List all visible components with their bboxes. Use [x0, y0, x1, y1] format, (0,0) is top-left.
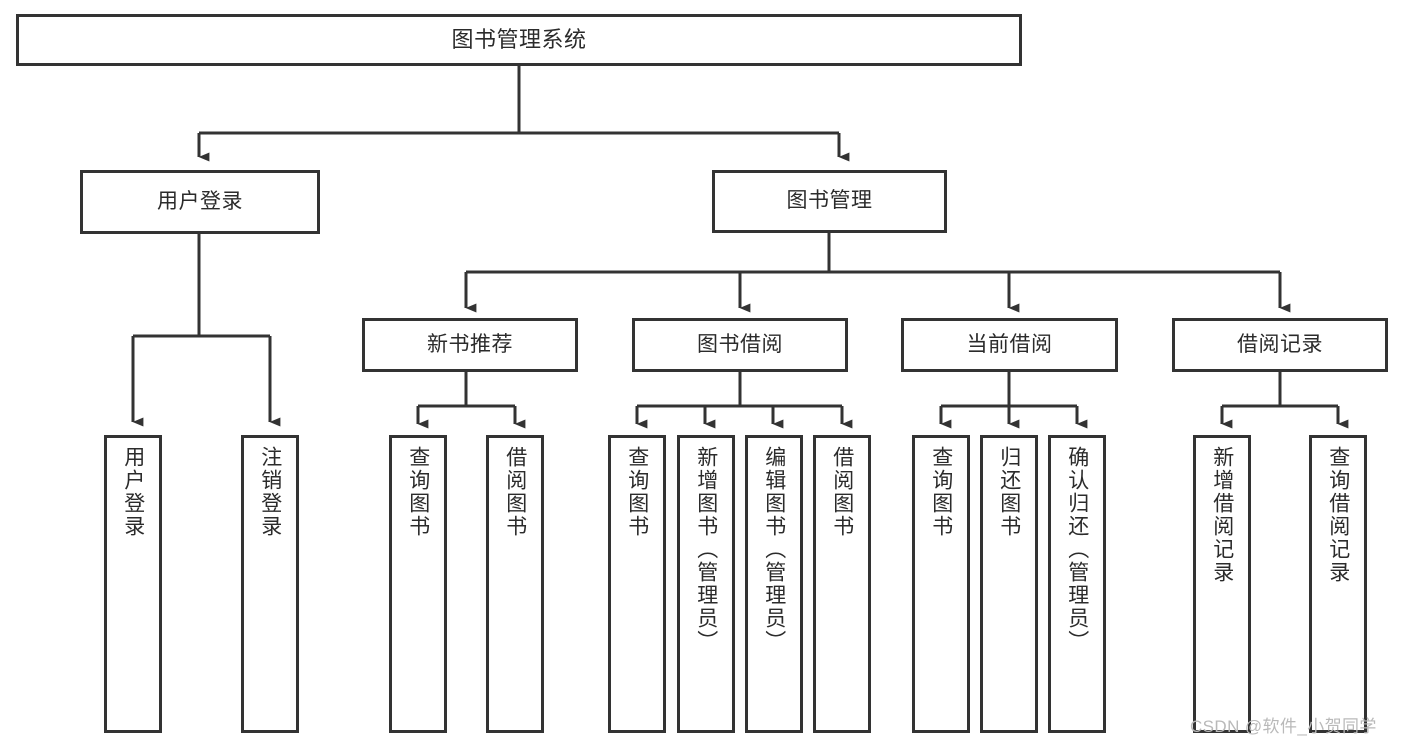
node-leaf-borrow-book-2[interactable]: 借阅图书	[813, 435, 871, 733]
node-new-book-recommend[interactable]: 新书推荐	[362, 318, 578, 372]
node-leaf-query-book-1[interactable]: 查询图书	[389, 435, 447, 733]
node-leaf-return-book-label: 归还图书	[997, 446, 1021, 538]
node-leaf-query-book-3-label: 查询图书	[929, 446, 953, 538]
node-borrow-record-label: 借阅记录	[1237, 332, 1323, 356]
node-user-login-label: 用户登录	[157, 189, 243, 213]
node-leaf-query-book-2-label: 查询图书	[625, 446, 649, 538]
node-leaf-confirm-return[interactable]: 确认归还（管理员）	[1048, 435, 1106, 733]
node-leaf-query-record[interactable]: 查询借阅记录	[1309, 435, 1367, 733]
node-borrow-record[interactable]: 借阅记录	[1172, 318, 1388, 372]
node-leaf-borrow-book-2-label: 借阅图书	[830, 446, 854, 538]
node-leaf-confirm-return-label: 确认归还（管理员）	[1065, 446, 1089, 653]
node-book-manage-label: 图书管理	[786, 189, 873, 213]
node-leaf-return-book[interactable]: 归还图书	[980, 435, 1038, 733]
node-current-borrow[interactable]: 当前借阅	[901, 318, 1118, 372]
node-leaf-borrow-book-1[interactable]: 借阅图书	[486, 435, 544, 733]
node-leaf-query-book-1-label: 查询图书	[406, 446, 430, 538]
node-leaf-add-record[interactable]: 新增借阅记录	[1193, 435, 1251, 733]
csdn-watermark: CSDN @软件_小贺同学	[1190, 717, 1377, 736]
node-new-book-recommend-label: 新书推荐	[427, 332, 513, 356]
node-leaf-user-login[interactable]: 用户登录	[104, 435, 162, 733]
node-leaf-logout-login[interactable]: 注销登录	[241, 435, 299, 733]
node-user-login[interactable]: 用户登录	[80, 170, 320, 234]
node-leaf-edit-book[interactable]: 编辑图书（管理员）	[745, 435, 803, 733]
node-leaf-user-login-label: 用户登录	[121, 446, 145, 538]
node-current-borrow-label: 当前借阅	[966, 332, 1053, 356]
node-leaf-add-record-label: 新增借阅记录	[1210, 446, 1234, 584]
node-leaf-add-book[interactable]: 新增图书（管理员）	[677, 435, 735, 733]
node-leaf-borrow-book-1-label: 借阅图书	[503, 446, 527, 538]
node-leaf-add-book-label: 新增图书（管理员）	[694, 446, 718, 653]
node-leaf-query-book-3[interactable]: 查询图书	[912, 435, 970, 733]
node-leaf-logout-login-label: 注销登录	[258, 446, 282, 538]
node-leaf-query-record-label: 查询借阅记录	[1326, 446, 1350, 584]
node-book-borrow-label: 图书借阅	[697, 332, 783, 356]
node-leaf-edit-book-label: 编辑图书（管理员）	[762, 446, 786, 653]
node-root-label: 图书管理系统	[451, 27, 587, 53]
node-leaf-query-book-2[interactable]: 查询图书	[608, 435, 666, 733]
node-book-manage[interactable]: 图书管理	[712, 170, 947, 233]
node-book-borrow[interactable]: 图书借阅	[632, 318, 848, 372]
node-root[interactable]: 图书管理系统	[16, 14, 1022, 66]
